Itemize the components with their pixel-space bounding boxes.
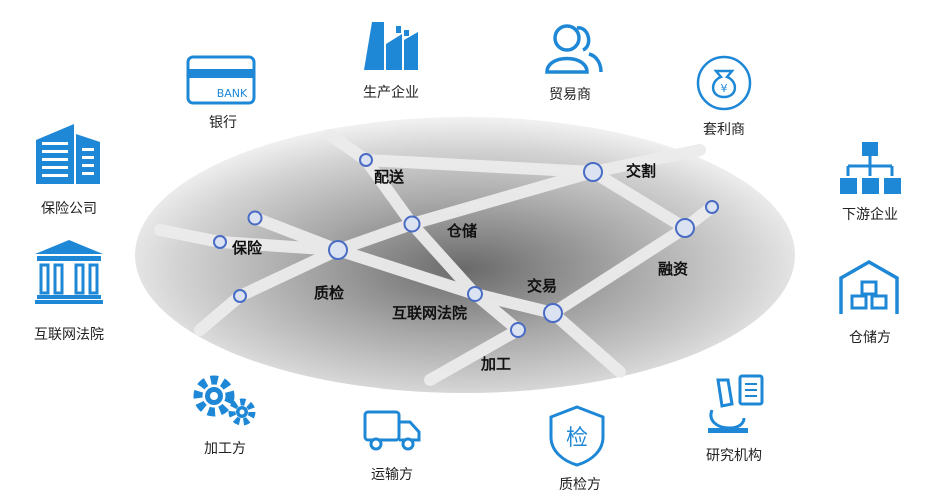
node-label-storage: 仓储 [447, 222, 478, 240]
shield-text: 检 [566, 426, 588, 451]
node-dot-settlement [583, 162, 603, 182]
label-transporter: 运输方 [371, 467, 413, 483]
shield-icon: 检 [549, 405, 605, 467]
node-dot-financing [675, 218, 695, 238]
label-producer: 生产企业 [363, 85, 419, 101]
label-downstream: 下游企业 [842, 207, 898, 223]
users-icon [545, 24, 603, 74]
truck-icon [363, 410, 421, 451]
money-bag-symbol: ¥ [721, 82, 728, 95]
node-label-financing: 融资 [658, 260, 689, 278]
node-dot-inspection [328, 240, 348, 260]
network-node-circles [213, 153, 719, 338]
node-label-settlement: 交割 [626, 162, 657, 180]
label-bank: 银行 [209, 115, 237, 131]
node-label-trade: 交易 [527, 277, 558, 295]
node-dot-extra-2 [705, 200, 719, 214]
node-label-inspection: 质检 [314, 284, 345, 302]
node-label-delivery: 配送 [374, 168, 405, 186]
bank-card-text: BANK [217, 87, 248, 100]
node-dot-extra-1 [247, 210, 263, 226]
label-processor: 加工方 [204, 441, 246, 457]
node-dot-extra-3 [233, 289, 247, 303]
label-arbitrage: 套利商 [703, 122, 745, 138]
label-warehouse-owner: 仓储方 [849, 330, 891, 346]
microscope-icon [708, 374, 764, 433]
label-trader: 贸易商 [549, 87, 591, 103]
node-dot-internet-court [467, 286, 483, 302]
money-bag-icon: ¥ [696, 55, 752, 111]
label-insurer: 保险公司 [41, 201, 97, 217]
org-chart-icon [840, 142, 901, 194]
node-label-processing: 加工 [481, 355, 512, 373]
label-inspector: 质检方 [559, 477, 601, 493]
courthouse-icon [35, 240, 103, 304]
label-court: 互联网法院 [34, 327, 104, 343]
bank-card-icon: BANK [186, 55, 256, 105]
factory-icon [364, 22, 418, 70]
node-dot-delivery [359, 153, 373, 167]
warehouse-icon [839, 259, 899, 314]
gears-icon [193, 375, 256, 426]
node-label-internet-court: 互联网法院 [392, 304, 468, 322]
node-dot-processing [510, 322, 526, 338]
office-building-icon [36, 124, 100, 184]
node-dot-insurance [213, 235, 227, 249]
node-dot-storage [403, 215, 421, 233]
label-research: 研究机构 [706, 448, 762, 464]
node-dot-trade [543, 303, 563, 323]
node-label-insurance: 保险 [232, 239, 263, 257]
network-ellipse [135, 117, 795, 393]
network-links [154, 129, 718, 386]
